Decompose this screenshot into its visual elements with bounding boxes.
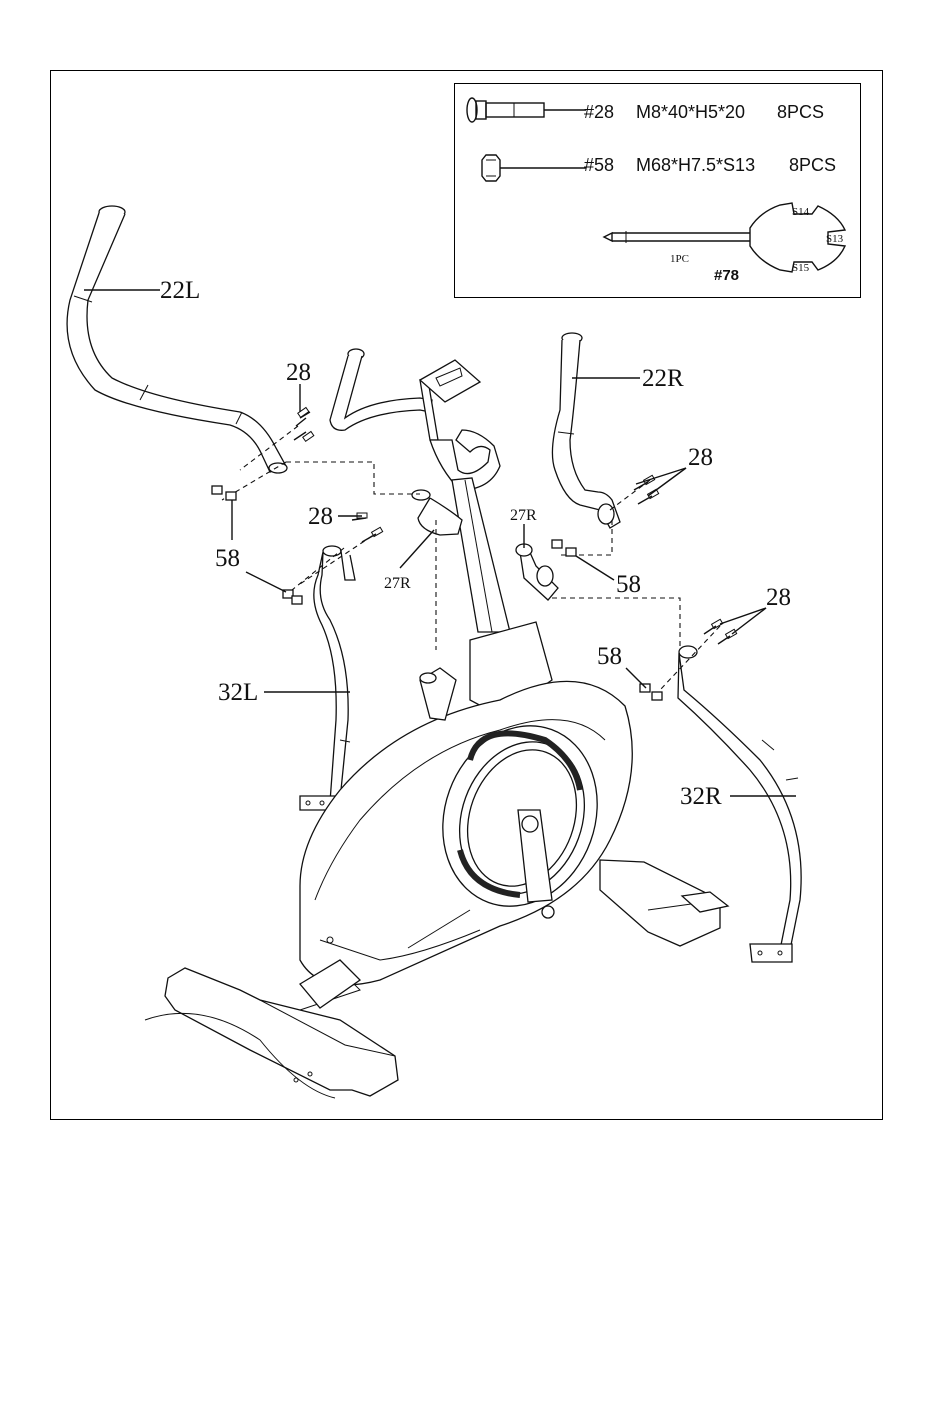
nut-58-number: #58: [584, 155, 614, 175]
wrench-size-s13: S13: [826, 233, 844, 245]
main-frame-body: [300, 622, 632, 985]
callout-27r-right: 27R: [510, 507, 537, 524]
callout-22l: 22L: [160, 277, 200, 304]
nut-58-icon: [482, 155, 586, 181]
wrench-number: #78: [714, 267, 739, 284]
callout-27r-left: 27R: [384, 575, 411, 592]
callout-28-a: 28: [286, 359, 311, 386]
wrench-qty: 1PC: [670, 253, 689, 265]
rear-stabilizer: [600, 860, 728, 946]
bolt-28-spec: M8*40*H5*20: [636, 102, 745, 122]
handlebar-right-part: [552, 333, 620, 528]
handlebar-left-part: [67, 206, 287, 473]
lower-arm-left-part: [300, 546, 355, 810]
wrench-size-s14: S14: [792, 206, 810, 218]
callout-32l: 32L: [218, 679, 258, 706]
bolt-28-qty: 8PCS: [777, 102, 824, 122]
bolt-28-icon: [467, 98, 586, 122]
bolt-28-number: #28: [584, 102, 614, 122]
callout-58-b: 58: [616, 571, 641, 598]
callout-58-a: 58: [215, 545, 240, 572]
callout-28-d: 28: [766, 584, 791, 611]
callout-22r: 22R: [642, 365, 684, 392]
callout-58-c: 58: [597, 643, 622, 670]
nut-58-spec: M68*H7.5*S13: [636, 155, 755, 175]
bolt-icons: [294, 407, 737, 644]
front-stabilizer: [145, 960, 398, 1098]
upright-post-part: [330, 349, 558, 632]
callout-28-b: 28: [308, 503, 333, 530]
nut-58-qty: 8PCS: [789, 155, 836, 175]
callout-32r: 32R: [680, 783, 722, 810]
callout-28-c: 28: [688, 444, 713, 471]
wrench-size-s15: S15: [792, 262, 810, 274]
